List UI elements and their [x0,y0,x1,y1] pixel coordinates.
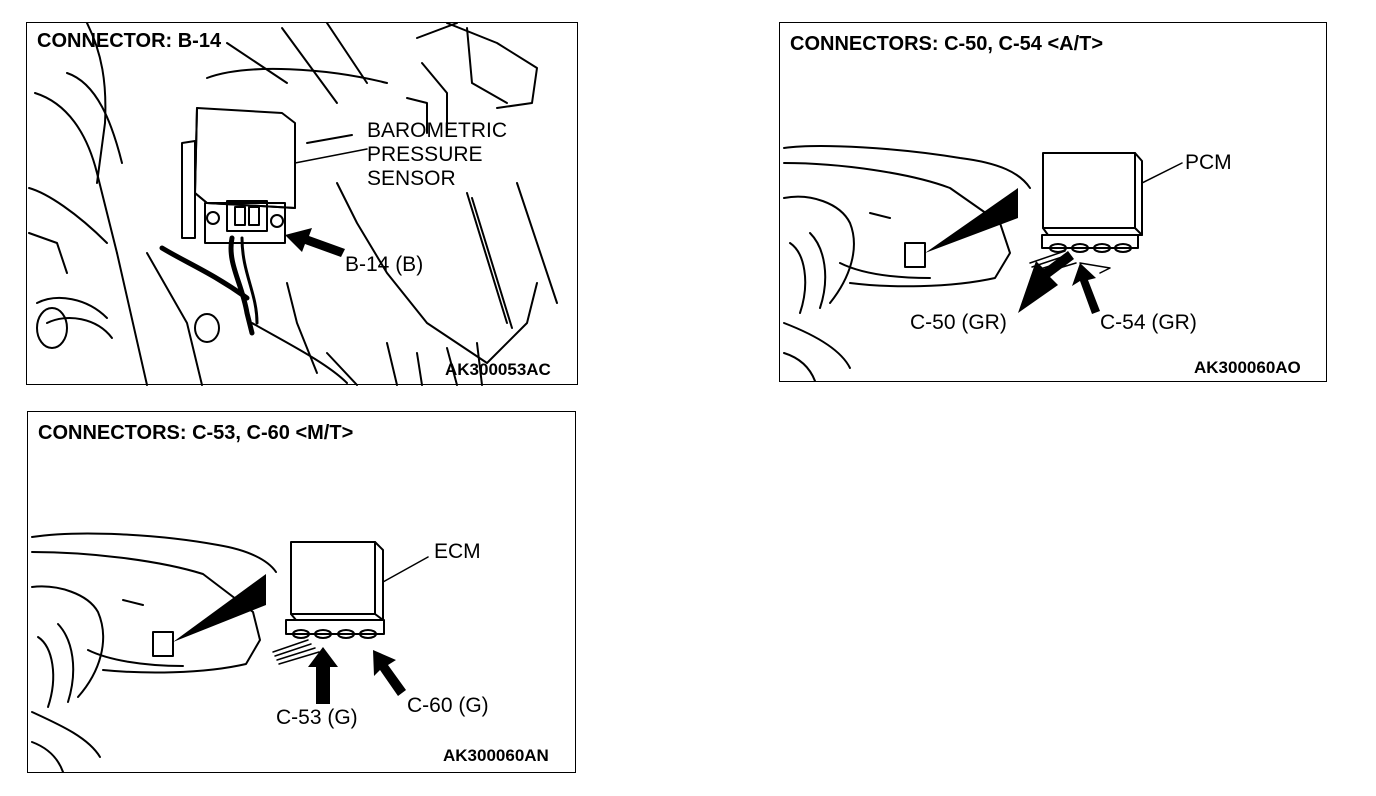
panel-connector-b14: CONNECTOR: B-14 BAROMETRIC PRESSURE SENS… [26,22,578,386]
pcm-label: PCM [1185,151,1232,174]
barometric-pressure-sensor-label: BAROMETRIC PRESSURE SENSOR [367,119,507,191]
dashboard-pcm-illustration [783,145,1183,382]
connector-c50-label: C-50 (GR) [910,311,1007,334]
sensor-label-line-3: SENSOR [367,167,456,190]
panel-connectors-mt: CONNECTORS: C-53, C-60 <M/T> ECM C-53 (G… [27,411,576,773]
panel-title: CONNECTOR: B-14 [37,30,222,52]
sensor-label-line-2: PRESSURE [367,143,483,166]
dashboard-ecm-illustration [31,532,429,773]
engine-bay-illustration [28,23,558,386]
figure-code: AK300053AC [445,360,551,379]
connector-c60-label: C-60 (G) [407,694,489,717]
connector-c54-label: C-54 (GR) [1100,311,1197,334]
sensor-label-line-1: BAROMETRIC [367,119,508,142]
connector-b14-label: B-14 (B) [345,253,424,276]
panel-title: CONNECTORS: C-53, C-60 <M/T> [38,422,354,444]
panel-connectors-at: CONNECTORS: C-50, C-54 <A/T> PCM C-50 (G… [779,22,1327,382]
ecm-label: ECM [434,540,481,563]
figure-code: AK300060AN [443,746,549,765]
panel-title: CONNECTORS: C-50, C-54 <A/T> [790,33,1104,55]
connector-c53-label: C-53 (G) [276,706,358,729]
figure-code: AK300060AO [1194,358,1301,377]
